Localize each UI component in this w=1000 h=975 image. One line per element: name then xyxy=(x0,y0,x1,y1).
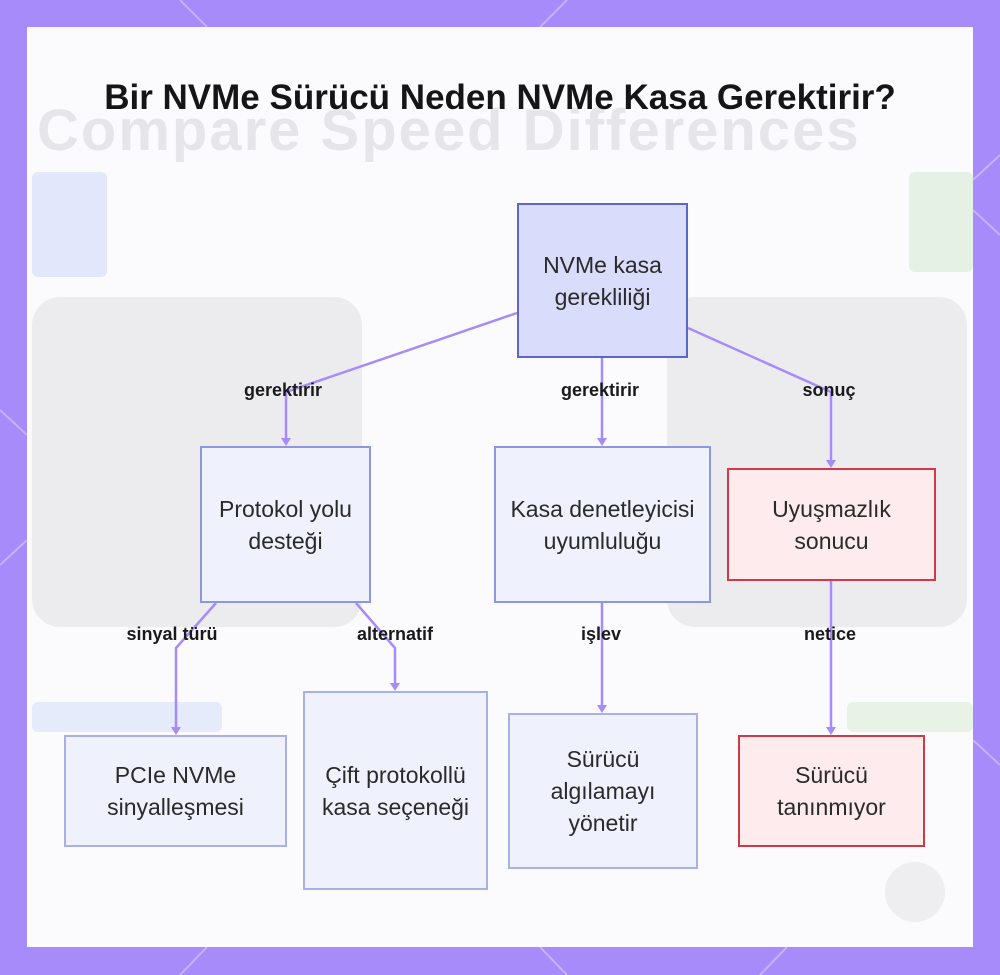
node-dual-protocol-option: Çift protokollü kasa seçeneği xyxy=(303,691,488,890)
arrowhead-pcie xyxy=(171,727,181,735)
node-label: Uyuşmazlık sonucu xyxy=(772,495,891,554)
arrowhead-result xyxy=(826,727,836,735)
background-blue-bar xyxy=(32,702,222,732)
background-green-block xyxy=(909,172,973,272)
node-label: PCIe NVMe sinyalleşmesi xyxy=(107,762,244,820)
node-protocol-path-support: Protokol yolu desteği xyxy=(200,446,371,603)
background-logo xyxy=(885,862,945,922)
node-label: NVMe kasa gerekliliği xyxy=(543,251,662,310)
edge-label-protocol-pcie: sinyal türü xyxy=(126,624,218,644)
node-drive-detection: Sürücü algılamayı yönetir xyxy=(508,713,698,869)
edge-label-root-protocol: gerektirir xyxy=(243,380,323,400)
arrowhead-controller xyxy=(597,438,607,446)
node-mismatch-result: Uyuşmazlık sonucu xyxy=(727,468,936,581)
edge-label-root-mismatch: sonuç xyxy=(802,380,856,400)
edge-label-protocol-dual: alternatif xyxy=(356,624,434,644)
arrowhead-protocol xyxy=(281,438,291,446)
node-label: Protokol yolu desteği xyxy=(219,495,352,554)
background-blue-block xyxy=(32,172,107,277)
diagram-title: Bir NVMe Sürücü Neden NVMe Kasa Gerektir… xyxy=(104,78,896,117)
arrowhead-mismatch xyxy=(826,460,836,468)
node-label: Çift protokollü kasa seçeneği xyxy=(321,761,470,820)
node-pcie-signaling: PCIe NVMe sinyalleşmesi xyxy=(64,735,287,847)
edge-label-mismatch-result: netice xyxy=(803,624,857,644)
node-label: Sürücü algılamayı yönetir xyxy=(550,746,656,836)
edge-protocol-pcie xyxy=(174,602,217,733)
node-label: Kasa denetleyicisi uyumluluğu xyxy=(510,495,695,554)
background-green-bar xyxy=(847,702,973,732)
edge-label-controller-detect: işlev xyxy=(580,624,622,644)
node-label: Sürücü tanınmıyor xyxy=(777,762,886,820)
background-watermark: Compare Speed Differences xyxy=(37,98,861,163)
node-drive-not-recognized: Sürücü tanınmıyor xyxy=(738,735,925,847)
edge-label-root-controller: gerektirir xyxy=(560,380,640,400)
edge-protocol-dual xyxy=(355,602,397,689)
arrowhead-dual xyxy=(390,683,400,691)
arrowhead-detect xyxy=(597,705,607,713)
node-controller-compatibility: Kasa denetleyicisi uyumluluğu xyxy=(494,446,711,603)
edge-root-mismatch xyxy=(687,326,833,466)
edge-root-protocol xyxy=(284,311,518,444)
node-nvme-enclosure-requirement: NVMe kasa gerekliliği xyxy=(517,203,688,358)
